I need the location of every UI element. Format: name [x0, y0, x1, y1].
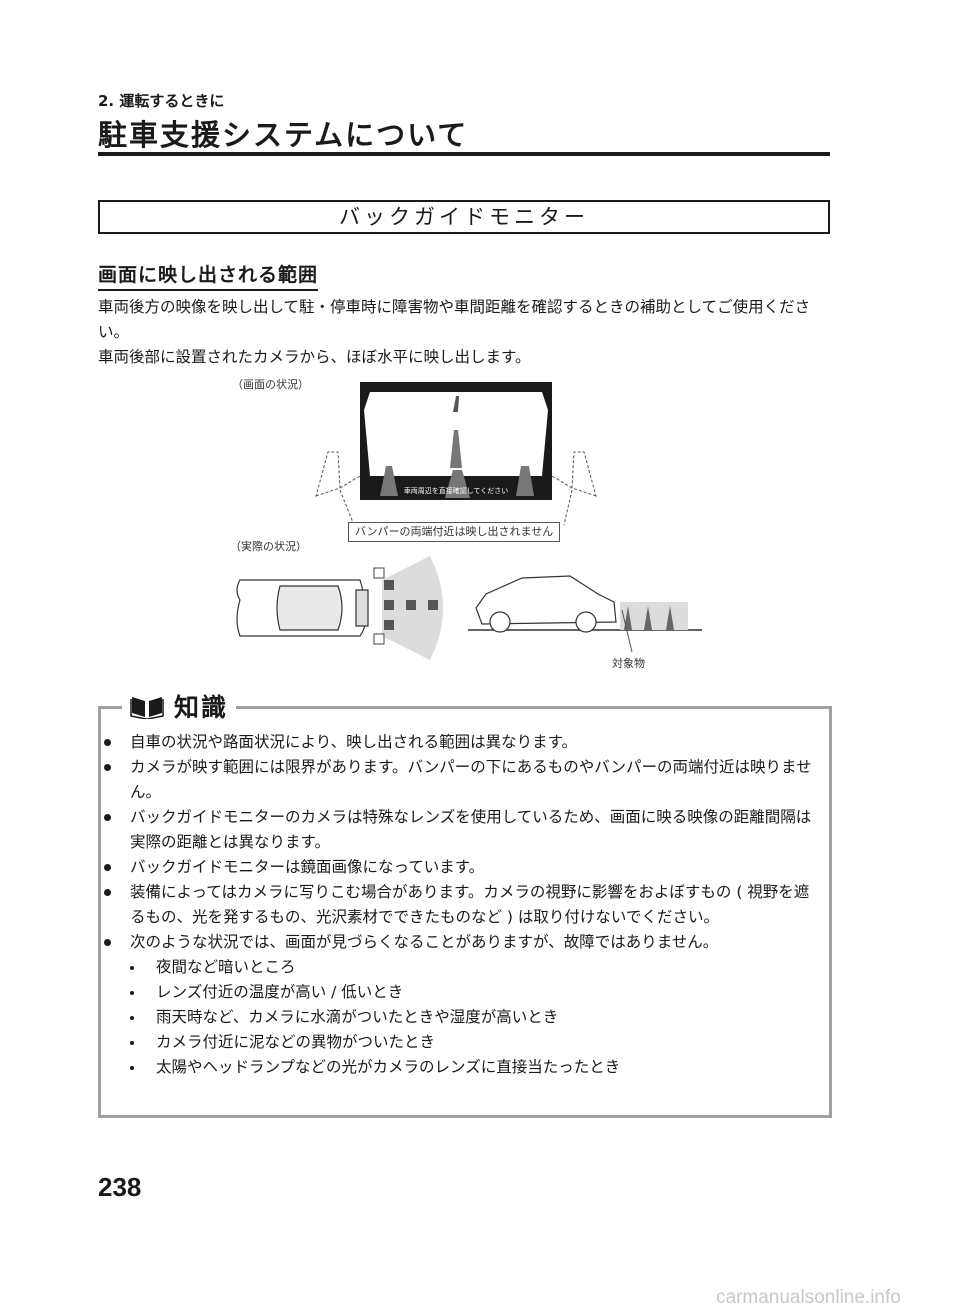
section-label: 2. 運転するときに	[98, 92, 225, 110]
book-icon	[130, 697, 164, 719]
side-range-area	[620, 602, 688, 630]
info-sub-bullet: 雨天時など、カメラに水滴がついたときや湿度が高いとき	[104, 1005, 824, 1030]
info-bullet: バックガイドモニターは鏡面画像になっています。	[104, 855, 824, 880]
section-heading: 画面に映し出される範囲	[98, 260, 319, 291]
info-sub-bullet: カメラ付近に泥などの異物がついたとき	[104, 1030, 824, 1055]
title-divider	[98, 152, 830, 156]
info-sub-bullet: 夜間など暗いところ	[104, 955, 824, 980]
page-title: 駐車支援システムについて	[98, 118, 469, 152]
watermark: carmanualsonline.info	[716, 1287, 901, 1308]
screen-state-label: （画面の状況）	[232, 378, 309, 391]
monitor-screen	[360, 382, 552, 500]
info-header: 知識	[122, 688, 237, 724]
target-label: 対象物	[612, 657, 645, 670]
annotation-box: バンパーの両端付近は映し出されません	[348, 522, 561, 542]
screen-caption: 車両周辺を直接確認してください	[404, 486, 509, 495]
car-top-view	[236, 579, 369, 637]
actual-state-label: （実際の状況）	[230, 540, 307, 553]
side-view-cones	[624, 606, 674, 630]
topic-banner: バックガイドモニター	[98, 200, 830, 234]
target-pointer	[621, 609, 633, 653]
blind-zone-marks	[315, 451, 597, 531]
info-sub-bullet: レンズ付近の温度が高い / 低いとき	[104, 980, 824, 1005]
info-title: 知識	[174, 693, 229, 722]
info-bullet: カメラが映す範囲には限界があります。バンパーの下にあるものやバンパーの両端付近は…	[104, 755, 824, 805]
info-list: 自車の状況や路面状況により、映し出される範囲は異なります。 カメラが映す範囲には…	[104, 730, 824, 1080]
info-bullet: 次のような状況では、画面が見づらくなることがありますが、故障ではありません。	[104, 930, 824, 955]
page-number: 238	[98, 1172, 142, 1202]
range-markers	[373, 567, 438, 645]
info-bullet: 自車の状況や路面状況により、映し出される範囲は異なります。	[104, 730, 824, 755]
camera-range-figure: 車両周辺を直接確認してください	[236, 382, 702, 660]
section-body: 車両後方の映像を映し出して駐・停車時に障害物や車間距離を確認するときの補助として…	[98, 295, 830, 370]
body-paragraph: 車両後方の映像を映し出して駐・停車時に障害物や車間距離を確認するときの補助として…	[98, 298, 811, 341]
info-box	[98, 706, 832, 1118]
info-bullet: 装備によってはカメラに写りこむ場合があります。カメラの視野に影響をおよぼすもの …	[104, 880, 824, 930]
body-paragraph: 車両後部に設置されたカメラから、ほぼ水平に映し出します。	[98, 348, 531, 366]
info-bullet: バックガイドモニターのカメラは特殊なレンズを使用しているため、画面に映る映像の距…	[104, 805, 824, 855]
info-sub-bullet: 太陽やヘッドランプなどの光がカメラのレンズに直接当たったとき	[104, 1055, 824, 1080]
